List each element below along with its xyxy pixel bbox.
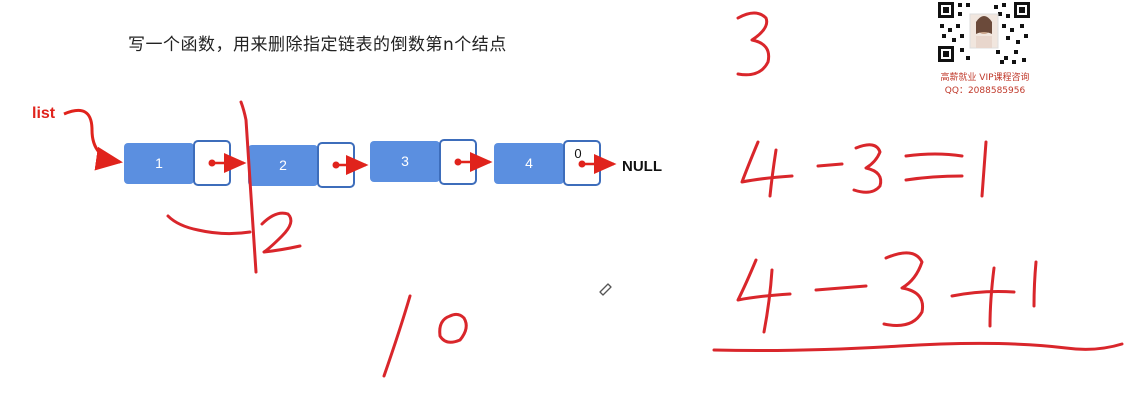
handwritten-4-c [736, 258, 792, 302]
node-value-box [124, 143, 194, 184]
list-head-label: list [32, 105, 56, 122]
handwritten-minus [816, 162, 844, 168]
qr-code-image [936, 0, 1032, 66]
handwritten-equals-top [904, 152, 964, 158]
list-node-3: 3 [370, 139, 493, 185]
node-value-box [370, 141, 440, 182]
handwritten-dash [166, 214, 252, 236]
node-null-pointer-value: 0 [574, 146, 581, 161]
promo-caption: 高薪就业 VIP课程咨询 QQ：2088585956 [930, 72, 1040, 98]
handwritten-annotations [166, 11, 1124, 378]
handwritten-1 [980, 140, 988, 198]
promo-line-1: 高薪就业 VIP课程咨询 [940, 73, 1030, 83]
handwritten-digit-1 [382, 294, 412, 378]
list-node-1: 1 [124, 140, 247, 186]
list-head-arrow [63, 109, 123, 171]
handwritten-digit-2 [260, 211, 302, 254]
handwritten-plus-h [950, 290, 1016, 298]
node-value: 1 [155, 155, 163, 171]
handwritten-minus-2 [814, 284, 868, 292]
promo-line-2: QQ：2088585956 [944, 86, 1026, 96]
handwritten-plus-v [988, 266, 996, 328]
handwritten-underline [712, 341, 1124, 352]
handwritten-1-b [1032, 260, 1038, 308]
list-node-2: 2 [248, 142, 369, 188]
handwritten-divider-stroke [239, 100, 258, 274]
pencil-cursor-icon [599, 283, 612, 296]
null-terminal-label: NULL [622, 158, 662, 175]
handwritten-right-3 [736, 11, 771, 77]
handwritten-equals-bottom [904, 174, 964, 182]
list-node-4: 4 0 [494, 140, 617, 186]
node-value-box [248, 145, 318, 186]
node-value-box [494, 143, 564, 184]
handwritten-3-b [882, 251, 925, 327]
page-title: 写一个函数，用来删除指定链表的倒数第n个结点 [128, 35, 507, 55]
handwritten-4-a [740, 140, 794, 184]
handwritten-4-d [762, 268, 774, 334]
handwritten-4-b [768, 148, 778, 198]
node-value: 2 [279, 157, 287, 173]
node-value: 4 [525, 155, 533, 171]
node-value: 3 [401, 153, 409, 169]
handwritten-3-a [852, 143, 883, 194]
handwritten-digit-0 [438, 312, 468, 344]
